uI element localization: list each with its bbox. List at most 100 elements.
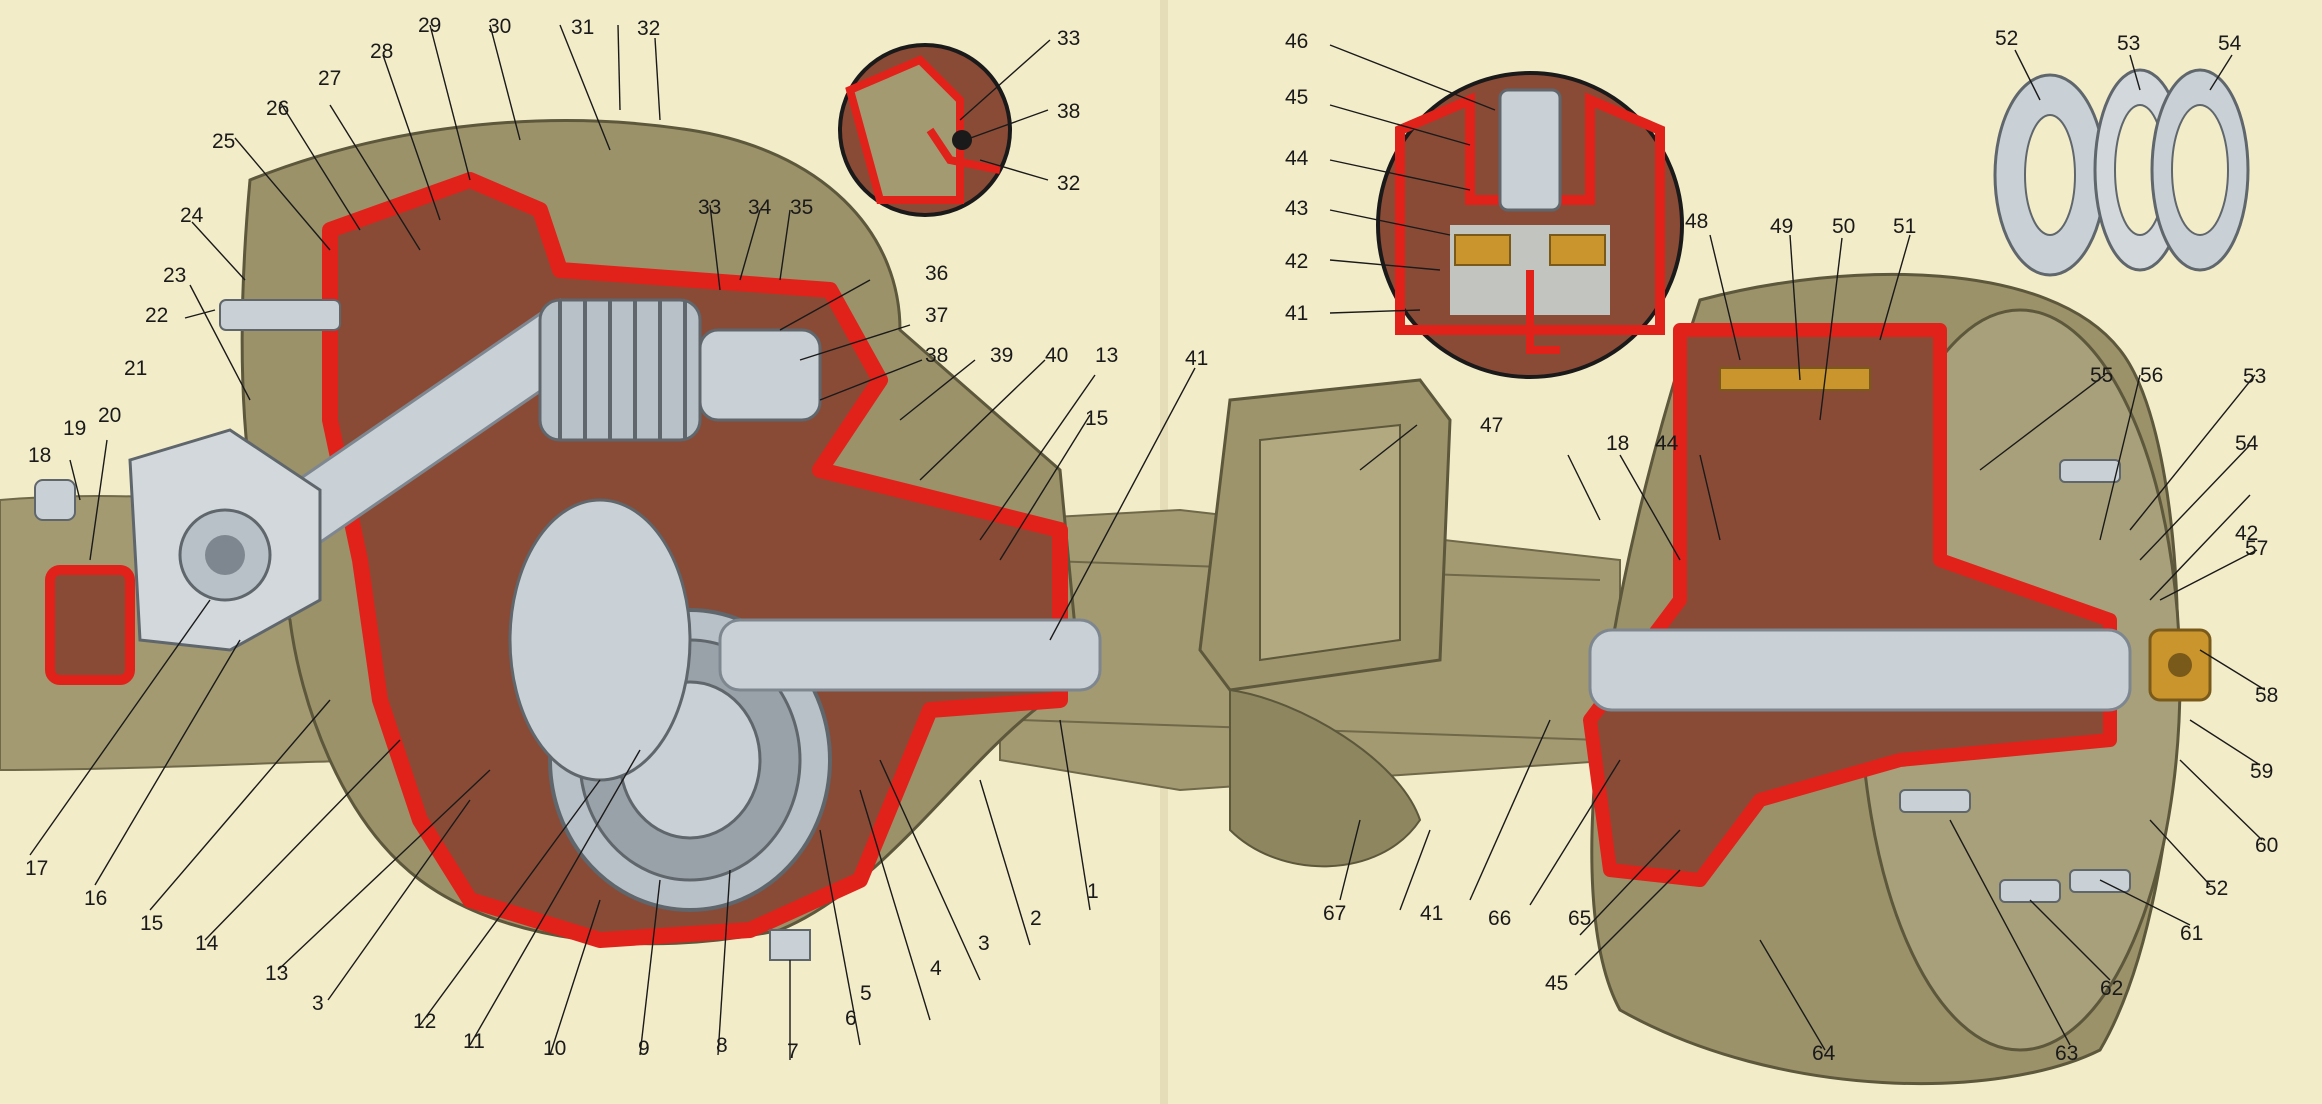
callout-26: 26 bbox=[266, 97, 289, 120]
callout-40: 40 bbox=[1045, 344, 1068, 367]
differential-housing bbox=[219, 119, 1102, 961]
callout-32b: 32 bbox=[1057, 172, 1080, 195]
callout-66: 66 bbox=[1488, 907, 1511, 930]
callout-45b: 45 bbox=[1545, 972, 1568, 995]
callout-22: 22 bbox=[145, 304, 168, 327]
callout-10: 10 bbox=[543, 1037, 566, 1060]
callout-58: 58 bbox=[2255, 684, 2278, 707]
wheel-hub-assembly bbox=[1583, 272, 2212, 1086]
callout-15: 15 bbox=[140, 912, 163, 935]
callout-38b: 38 bbox=[1057, 100, 1080, 123]
axle-tube-end bbox=[45, 565, 135, 685]
wheel-stud bbox=[1899, 789, 1971, 813]
callout-labels: 1 2 3 3 4 5 6 7 8 9 10 11 12 13 13 14 15… bbox=[25, 14, 2278, 1065]
callout-3b: 3 bbox=[312, 992, 324, 1015]
callout-25: 25 bbox=[212, 130, 235, 153]
callout-55: 55 bbox=[2090, 364, 2113, 387]
callout-45: 45 bbox=[1285, 86, 1308, 109]
callout-53: 53 bbox=[2117, 32, 2140, 55]
callout-46: 46 bbox=[1285, 30, 1308, 53]
callout-44: 44 bbox=[1285, 147, 1309, 170]
callout-37: 37 bbox=[925, 304, 948, 327]
callout-42: 42 bbox=[1285, 250, 1308, 273]
callout-24: 24 bbox=[180, 204, 204, 227]
hub-nut-set bbox=[1993, 68, 2250, 277]
callout-12: 12 bbox=[413, 1010, 436, 1033]
inset-pinion-detail bbox=[838, 43, 1012, 217]
callout-38: 38 bbox=[925, 344, 948, 367]
callout-52b: 52 bbox=[2205, 877, 2228, 900]
drive-flange bbox=[128, 428, 322, 652]
callout-23: 23 bbox=[163, 264, 186, 287]
hub-axle-shaft bbox=[1588, 628, 2132, 712]
callout-54: 54 bbox=[2218, 32, 2242, 55]
callout-27: 27 bbox=[318, 67, 341, 90]
callout-35: 35 bbox=[790, 196, 813, 219]
hub-fitting bbox=[2148, 628, 2212, 702]
callout-1: 1 bbox=[1087, 880, 1099, 903]
callout-9: 9 bbox=[638, 1037, 650, 1060]
callout-31: 31 bbox=[571, 16, 594, 39]
callout-41b: 41 bbox=[1285, 302, 1308, 325]
wheel-stud bbox=[2059, 459, 2121, 483]
callout-61: 61 bbox=[2180, 922, 2203, 945]
callout-5: 5 bbox=[860, 982, 872, 1005]
callout-13b: 13 bbox=[1095, 344, 1118, 367]
callout-67: 67 bbox=[1323, 902, 1346, 925]
callout-41c: 41 bbox=[1420, 902, 1443, 925]
callout-42b: 42 bbox=[2235, 522, 2258, 545]
half-shaft bbox=[718, 618, 1102, 692]
callout-60: 60 bbox=[2255, 834, 2278, 857]
callout-18b: 18 bbox=[1606, 432, 1629, 455]
callout-21: 21 bbox=[124, 357, 147, 380]
callout-3: 3 bbox=[978, 932, 990, 955]
callout-43: 43 bbox=[1285, 197, 1308, 220]
inset-seal-detail bbox=[1376, 71, 1684, 379]
callout-51: 51 bbox=[1893, 215, 1916, 238]
callout-2: 2 bbox=[1030, 907, 1042, 930]
callout-39: 39 bbox=[990, 344, 1013, 367]
wheel-stud bbox=[1999, 879, 2061, 903]
brake-lining bbox=[1719, 367, 1871, 391]
callout-49: 49 bbox=[1770, 215, 1793, 238]
callout-17: 17 bbox=[25, 857, 48, 880]
callout-44b: 44 bbox=[1655, 432, 1679, 455]
callout-56: 56 bbox=[2140, 364, 2163, 387]
callout-33b: 33 bbox=[1057, 27, 1080, 50]
callout-28: 28 bbox=[370, 40, 393, 63]
callout-13: 13 bbox=[265, 962, 288, 985]
callout-6: 6 bbox=[845, 1007, 857, 1030]
leader-lines bbox=[29, 24, 2266, 1060]
callout-11: 11 bbox=[463, 1030, 485, 1053]
callout-16: 16 bbox=[84, 887, 107, 910]
drain-plug bbox=[769, 929, 811, 961]
callout-63: 63 bbox=[2055, 1042, 2078, 1065]
callout-47: 47 bbox=[1480, 414, 1503, 437]
callout-41: 41 bbox=[1185, 347, 1208, 370]
callout-30: 30 bbox=[488, 15, 511, 38]
callout-48: 48 bbox=[1685, 210, 1708, 233]
callout-57: 57 bbox=[2245, 537, 2268, 560]
callout-8: 8 bbox=[716, 1034, 728, 1057]
callout-33: 33 bbox=[698, 196, 721, 219]
differential-case bbox=[508, 498, 692, 782]
drive-pinion bbox=[538, 298, 822, 442]
callout-54b: 54 bbox=[2235, 432, 2259, 455]
callout-62: 62 bbox=[2100, 977, 2123, 1000]
callout-18: 18 bbox=[28, 444, 51, 467]
breather bbox=[34, 479, 76, 521]
callout-14: 14 bbox=[195, 932, 219, 955]
callout-65: 65 bbox=[1568, 907, 1591, 930]
callout-59: 59 bbox=[2250, 760, 2273, 783]
callout-20: 20 bbox=[98, 404, 121, 427]
spring-seat bbox=[1198, 378, 1452, 868]
callout-53b: 53 bbox=[2243, 365, 2266, 388]
bolt bbox=[219, 299, 341, 331]
callout-64: 64 bbox=[1812, 1042, 1836, 1065]
callout-34: 34 bbox=[748, 196, 772, 219]
callout-52: 52 bbox=[1995, 27, 2018, 50]
callout-15b: 15 bbox=[1085, 407, 1108, 430]
callout-32: 32 bbox=[637, 17, 660, 40]
callout-36: 36 bbox=[925, 262, 948, 285]
